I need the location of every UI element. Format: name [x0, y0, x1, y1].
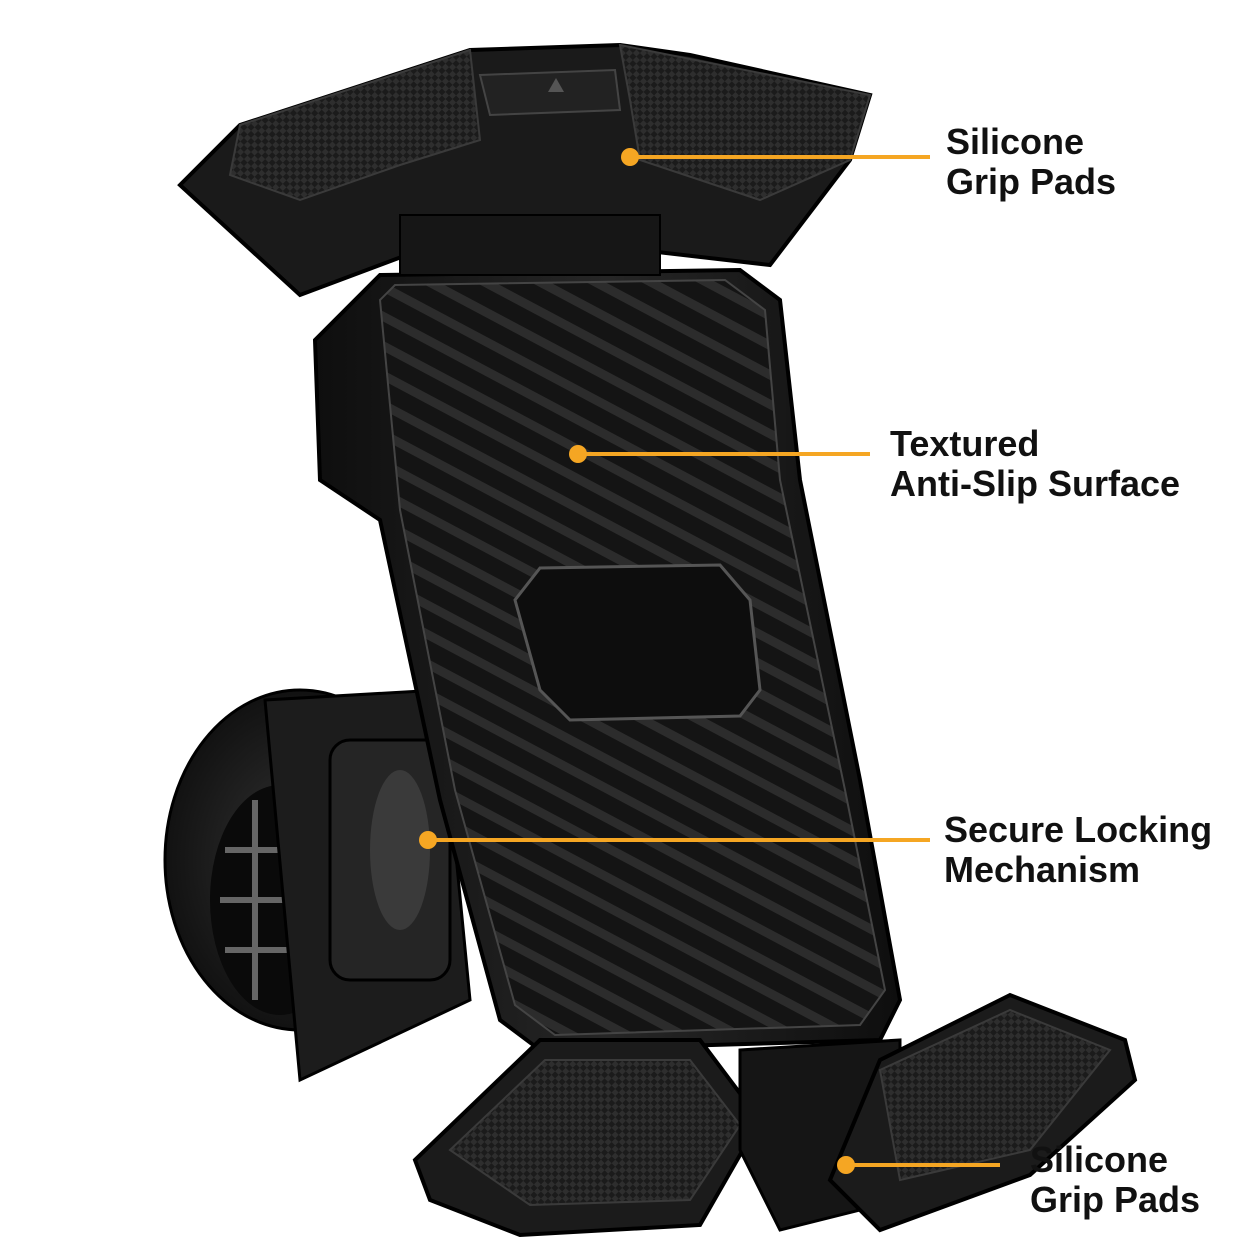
callout-dot-3	[419, 831, 437, 849]
callout-dot-4	[837, 1156, 855, 1174]
top-grip-arm	[177, 42, 873, 298]
callout-dot-2	[569, 445, 587, 463]
bottom-grip-arms	[412, 992, 1138, 1238]
callout-label-line: Secure Locking	[944, 809, 1213, 850]
callout-textured-surface: Textured Anti-Slip Surface	[890, 424, 1180, 504]
callout-leaders	[419, 148, 1000, 1174]
callout-label-line: Grip Pads	[1030, 1179, 1201, 1220]
callout-secure-locking: Secure Locking Mechanism	[944, 810, 1212, 890]
callout-label-line: Textured	[890, 423, 1040, 464]
callout-silicone-grip-pads-top: Silicone Grip Pads	[946, 122, 1116, 202]
cradle-body	[312, 267, 903, 1053]
callout-label-line: Mechanism	[944, 849, 1141, 890]
callout-label-line: Silicone	[1030, 1139, 1169, 1180]
handlebar-clamp	[163, 688, 472, 1083]
callout-dot-1	[621, 148, 639, 166]
callout-label-line: Grip Pads	[946, 161, 1117, 202]
callout-silicone-grip-pads-bottom: Silicone Grip Pads	[1030, 1140, 1200, 1220]
callout-label-line: Anti-Slip Surface	[890, 463, 1181, 504]
callout-label-line: Silicone	[946, 121, 1085, 162]
